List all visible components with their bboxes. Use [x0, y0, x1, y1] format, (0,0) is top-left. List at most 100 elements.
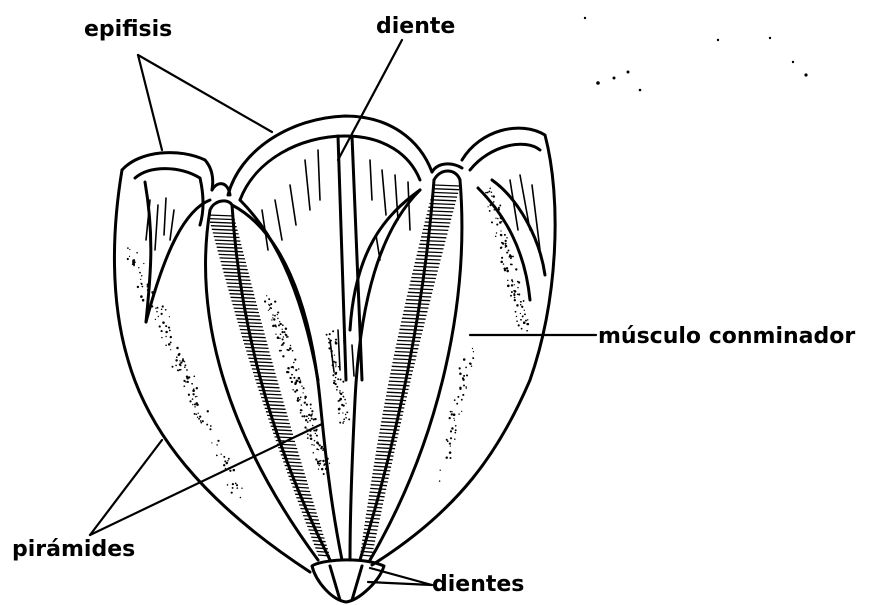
stipple-dot [512, 281, 514, 283]
stipple-dot [503, 263, 504, 264]
stipple-dot [510, 258, 512, 260]
stipple-dot [450, 430, 452, 432]
stipple-dot [313, 452, 315, 454]
stipple-dot [227, 460, 229, 462]
stipple-dot [336, 386, 338, 388]
stipple-dot [310, 403, 312, 405]
stipple-dot [307, 437, 309, 439]
stipple-dot [274, 300, 276, 302]
stipple-dot [511, 291, 513, 293]
hatch-line [231, 297, 256, 298]
stipple-dot [273, 318, 275, 320]
stipple-dot [275, 326, 277, 328]
stipple-dot [495, 218, 496, 219]
stipple-dot [282, 343, 284, 345]
stipple-dot [511, 264, 513, 266]
stipple-dot [311, 413, 313, 415]
stipple-dot [496, 224, 498, 226]
stipple-dot [184, 366, 186, 368]
stipple-dot [195, 402, 197, 404]
stipple-dot [162, 321, 165, 324]
stipple-dot [175, 359, 177, 361]
stipple-dot [331, 355, 333, 357]
stipple-dot [518, 293, 520, 295]
stipple-dot [282, 338, 284, 340]
stipple-dot [277, 314, 278, 315]
stipple-dot [180, 369, 181, 370]
stipple-dot [210, 425, 212, 427]
hatch-line [252, 369, 275, 370]
hatch-line [422, 233, 447, 234]
stipple-dot [512, 256, 514, 258]
hatch-line [374, 463, 392, 464]
hatch-line [296, 498, 312, 499]
hatch-line [208, 215, 234, 216]
hatch-line [286, 469, 304, 470]
stipple-dot [322, 460, 324, 462]
hatch-line [362, 540, 375, 541]
stipple-dot [301, 404, 302, 405]
stipple-dot [523, 321, 526, 324]
stipple-dot [330, 340, 332, 342]
hatch-line [411, 278, 436, 279]
stipple-dot [463, 358, 466, 361]
hatch-line [418, 252, 443, 253]
stipple-dot [309, 420, 311, 422]
stipple-dot [497, 208, 499, 210]
stipple-dot [127, 258, 129, 260]
label-epifisis: epifisis [84, 17, 172, 42]
stipple-dot [334, 354, 335, 355]
hatch-line [434, 185, 460, 186]
stipple-dot [274, 315, 276, 317]
stipple-dot [170, 349, 171, 350]
stipple-dot [304, 398, 306, 400]
stipple-dot [333, 380, 335, 382]
stipple-dot [195, 396, 196, 397]
hatch-line [421, 237, 446, 238]
stipple-dot [180, 365, 181, 366]
hatch-line [289, 476, 306, 477]
hatch-line [260, 394, 282, 395]
hatch-line [366, 514, 381, 515]
stipple-dot [308, 418, 309, 419]
hatch-line [220, 258, 245, 259]
stipple-dot [275, 334, 276, 335]
stipple-dot [459, 367, 461, 369]
stipple-dot [272, 317, 273, 318]
stipple-dot [439, 480, 440, 481]
stipple-dot [129, 256, 130, 257]
hatch-line [433, 189, 459, 190]
stipple-dot [198, 413, 199, 414]
background-specks [584, 17, 808, 92]
hatch-line [233, 305, 258, 306]
stipple-dot [311, 410, 313, 412]
hatch-line [230, 294, 255, 295]
stipple-dot [289, 347, 292, 350]
stipple-dot [165, 309, 167, 311]
stipple-dot [526, 330, 528, 332]
stipple-dot [236, 487, 238, 489]
stipple-dot [279, 338, 281, 340]
stipple-dot [500, 230, 501, 231]
stipple-dot [184, 364, 186, 366]
stipple-dot [455, 425, 457, 427]
stipple-dot [277, 318, 279, 320]
stipple-dot [179, 360, 180, 361]
stipple-dot [306, 415, 308, 417]
hatch-line [413, 270, 438, 271]
stipple-dot [316, 435, 318, 437]
hatch-line [217, 247, 243, 248]
hatch-line [245, 347, 268, 348]
stipple-dot [505, 243, 507, 245]
hatch-line [396, 344, 419, 345]
stipple-dot [501, 257, 503, 259]
leader-piramides-2 [90, 424, 322, 535]
hatch-line [234, 308, 258, 309]
stipple-dot [282, 329, 283, 330]
stipple-dot [335, 377, 337, 379]
hatch-line [365, 522, 379, 523]
stipple-dot [335, 372, 337, 374]
hatch-line [414, 266, 439, 267]
stipple-dot [461, 411, 462, 412]
stipple-dot [264, 300, 266, 302]
